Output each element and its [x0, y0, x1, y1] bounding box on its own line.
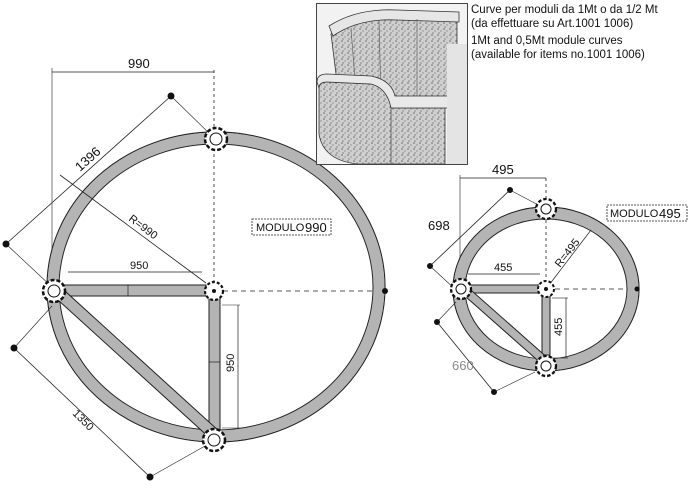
- big-dim-diag-end-b: [167, 92, 175, 100]
- big-connector-center: [203, 280, 225, 302]
- big-dim-diag-line: [5, 95, 172, 245]
- small-dim-bottom-diag-label: 660: [452, 358, 474, 373]
- small-beam-vertical: [541, 294, 551, 356]
- big-module-prefix: MODULO: [256, 222, 305, 234]
- small-module-label: MODULO 495: [606, 204, 688, 222]
- small-dim-horizontal-label: 455: [494, 262, 512, 274]
- big-dim-horizontal-label: 950: [130, 260, 148, 272]
- big-connector-top: [203, 126, 229, 152]
- caption-block: Curve per moduli da 1Mt o da 1/2 Mt (da …: [471, 4, 691, 62]
- caption-line-1: Curve per moduli da 1Mt o da 1/2 Mt: [471, 4, 658, 16]
- small-connector-top: [534, 197, 558, 221]
- small-dim-diag-label: 698: [428, 218, 450, 233]
- small-dim-diag-line: [429, 189, 511, 267]
- small-radius-line: [545, 229, 592, 290]
- big-module-label: MODULO 990: [251, 218, 332, 236]
- big-connector-bottom: [201, 427, 227, 453]
- caption-line-2: (da effettuare su Art.1001 1006): [471, 17, 634, 30]
- small-dim-vertical-label: 455: [553, 318, 565, 336]
- small-dim-top-label: 495: [492, 162, 514, 177]
- small-connector-left: [449, 277, 473, 301]
- small-dim-bottom-diag-line: [436, 321, 495, 393]
- big-beam-horizontal: [57, 284, 207, 297]
- big-dim-bottom-diag-label: 1350: [70, 408, 96, 434]
- small-radius-label: R=495: [553, 237, 583, 270]
- product-photo: [316, 3, 468, 165]
- small-connector-center: [537, 280, 555, 298]
- big-radius-line: [59, 174, 207, 284]
- big-dim-vertical-label: 950: [225, 354, 237, 372]
- big-module-value: 990: [305, 220, 327, 235]
- big-dim-diag-end-a: [2, 240, 10, 248]
- small-module-prefix: MODULO: [610, 208, 659, 220]
- big-dim-bottom-end-b: [146, 473, 154, 481]
- curved-cabinet-illustration: [317, 4, 467, 164]
- big-ring-right-point: [382, 288, 388, 294]
- big-connector-left: [41, 278, 67, 304]
- big-beam-vertical: [208, 295, 221, 431]
- caption-line-4: (available for items no.1001 1006): [471, 48, 645, 61]
- small-connector-bottom: [534, 354, 558, 378]
- big-dim-top-label: 990: [128, 56, 150, 71]
- big-dim-bottom-end-a: [10, 344, 18, 352]
- small-beam-horizontal: [465, 284, 541, 294]
- big-module: 990 1396 R=990 950: [2, 56, 388, 481]
- small-module: 495 698 R=495 455: [427, 162, 688, 395]
- small-module-value: 495: [659, 206, 681, 221]
- big-dim-bottom-diag-line: [13, 347, 151, 478]
- big-dim-diag-label: 1396: [72, 144, 104, 174]
- small-ring-right-point: [634, 286, 640, 292]
- caption-line-3: 1Mt and 0,5Mt module curves: [471, 35, 623, 47]
